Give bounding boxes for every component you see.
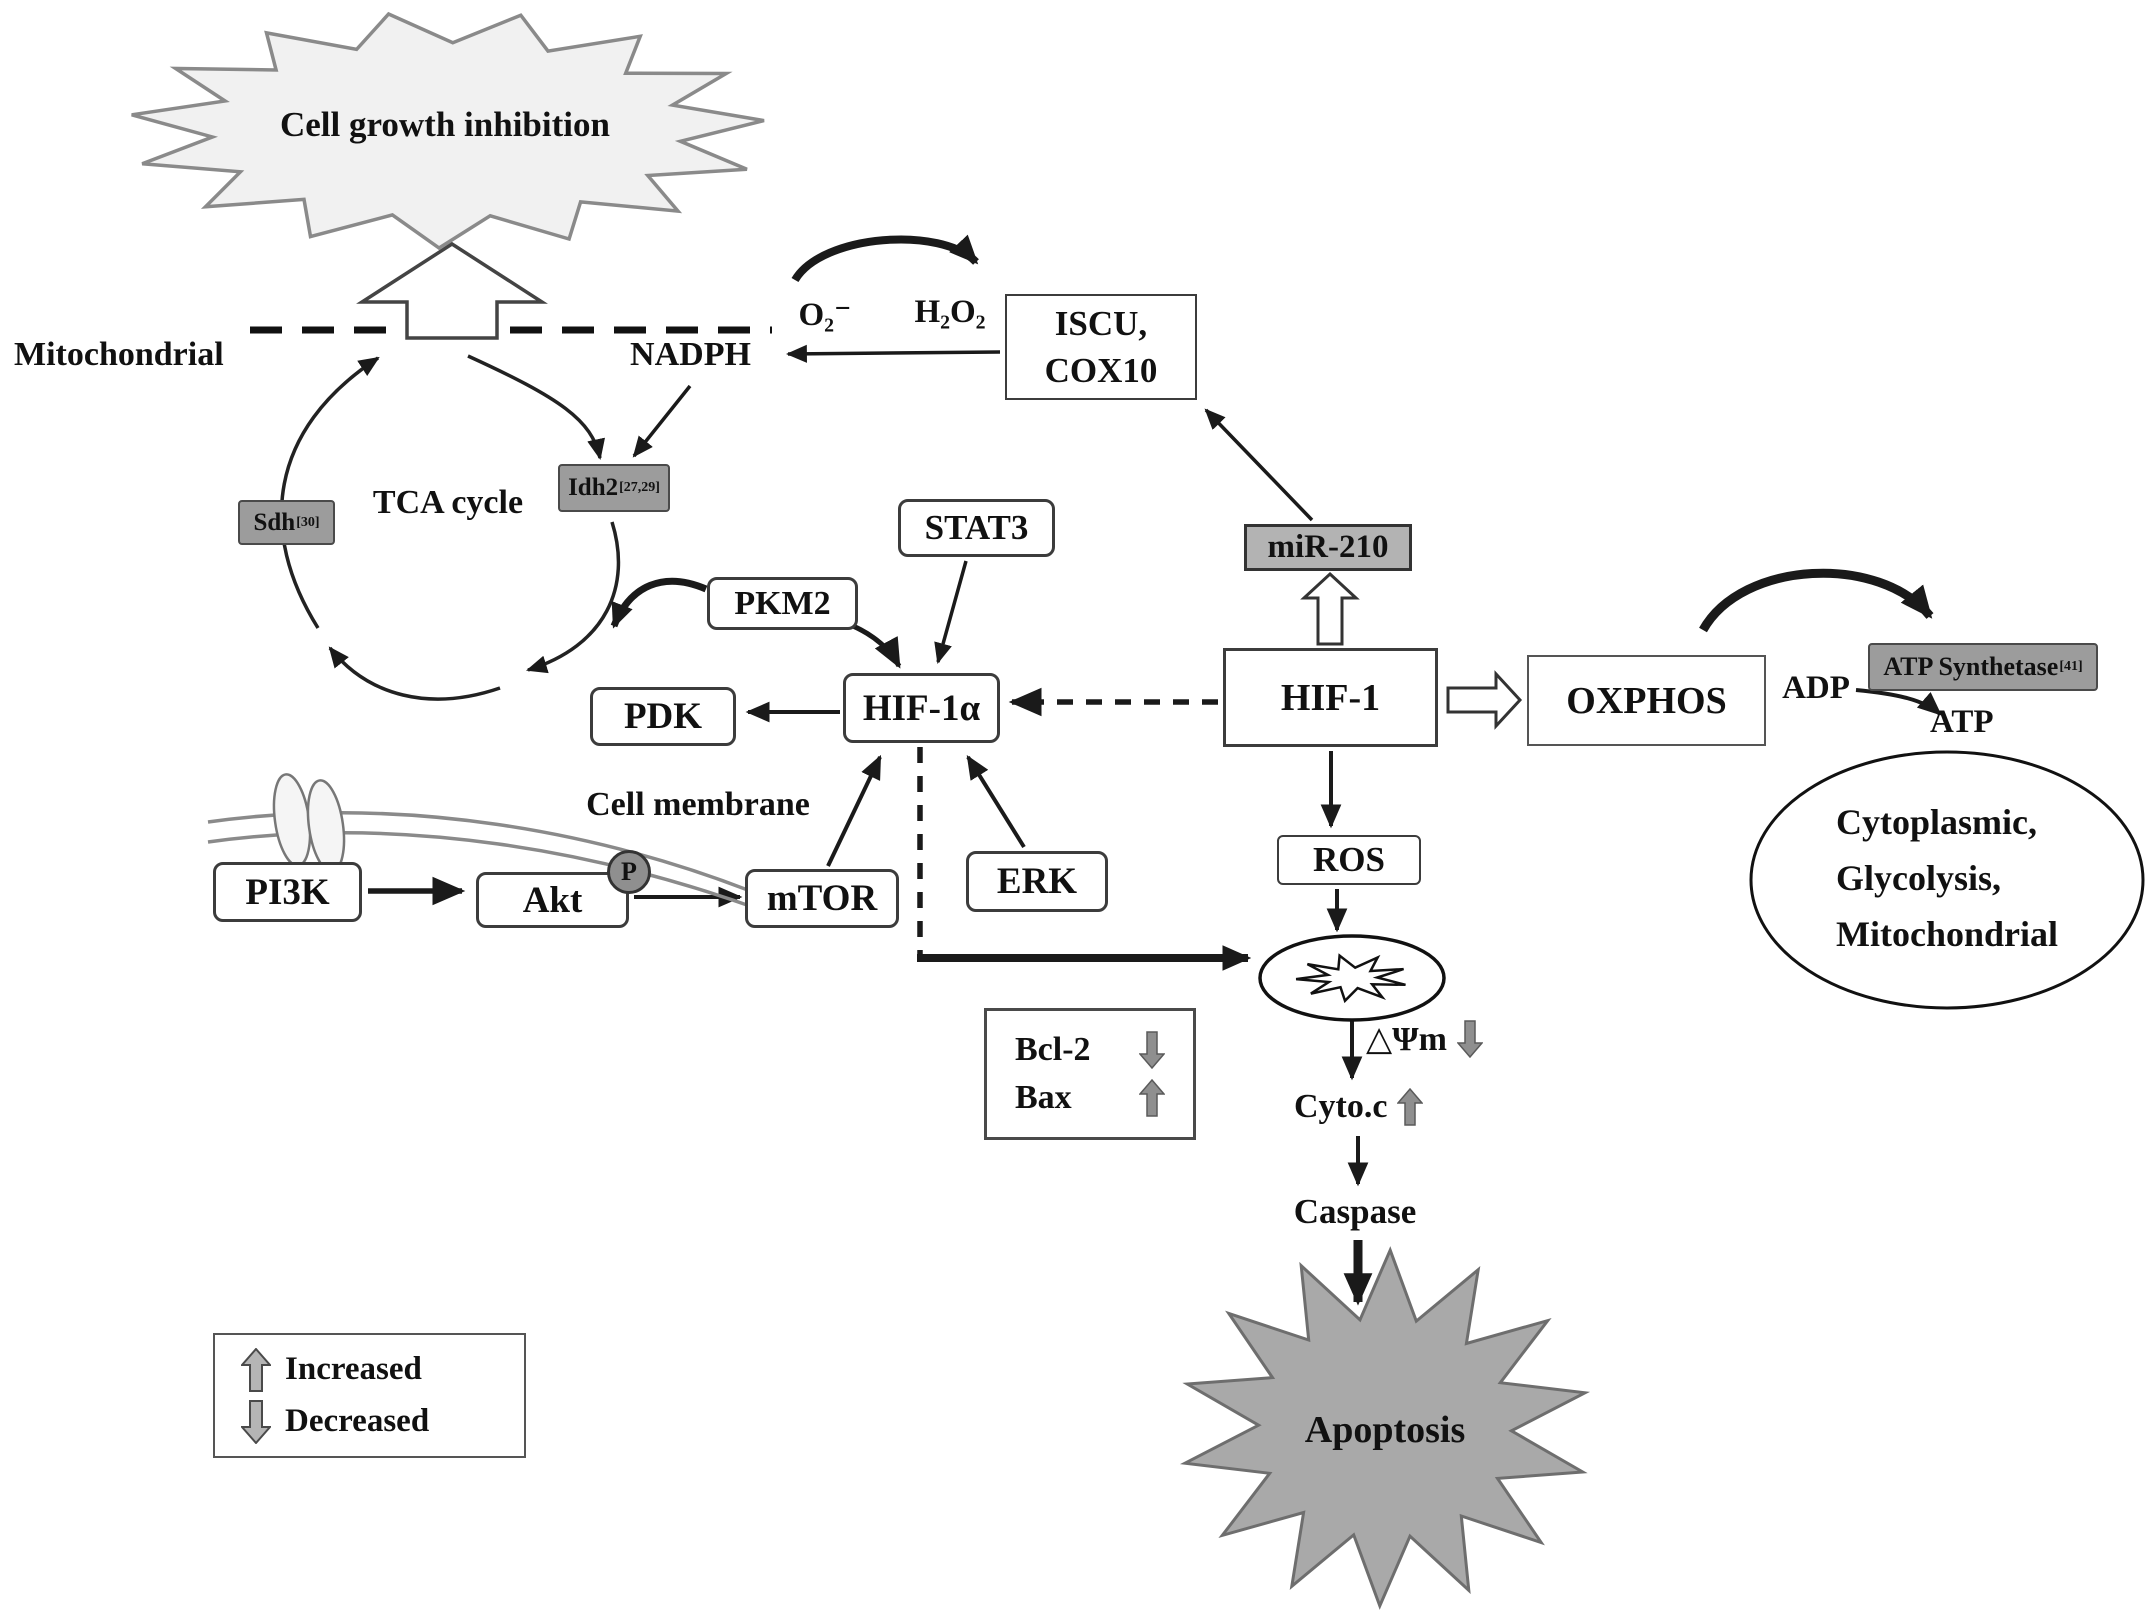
legend-panel: Increased Decreased (213, 1333, 526, 1458)
cell-growth-inhibition-starburst (131, 11, 765, 251)
caspase-label: Caspase (1293, 1192, 1417, 1231)
pi3k-label: PI3K (245, 871, 330, 913)
node-hif1: HIF-1 (1223, 648, 1438, 747)
decrease-arrow-icon (1456, 1020, 1483, 1058)
adp-label: ADP (1782, 670, 1850, 706)
arrow-superoxide-to-h2o2 (791, 234, 979, 283)
mitochondrial-label: Mitochondrial (14, 336, 224, 373)
phospho-label: P (621, 857, 637, 886)
bax-row: Bax (1015, 1079, 1165, 1117)
oxphos-label: OXPHOS (1566, 679, 1727, 722)
apoptosis-starburst (1179, 1246, 1591, 1610)
node-pkm2: PKM2 (707, 577, 858, 630)
legend-decreased-label: Decreased (285, 1403, 430, 1439)
delta-psi-m-label: △Ψm (1366, 1021, 1447, 1058)
node-sdh: Sdh[30] (238, 500, 335, 545)
ellipse-line2: Glycolysis, (1836, 857, 2002, 898)
arrow-adp-to-atp (1855, 688, 1942, 716)
tca-cycle-arrow-right-down (525, 521, 621, 674)
arrow-erk-to-hif1a (966, 754, 1026, 849)
open-arrow-hif1-to-oxphos (1446, 670, 1523, 730)
cell-membrane-label: Cell membrane (586, 786, 810, 823)
membrane-potential-label-group: △Ψm (1366, 1019, 1483, 1059)
decrease-arrow-icon (241, 1399, 271, 1444)
tca-cycle-label: TCA cycle (372, 484, 524, 521)
h2o2-label: H₂O₂ (914, 294, 986, 330)
node-oxphos: OXPHOS (1527, 655, 1766, 746)
nadph-label: NADPH (630, 336, 751, 373)
arrow-mtor-to-hif1a (826, 754, 882, 867)
arrow-stat3-to-hif1a (934, 560, 968, 665)
increase-arrow-icon (1139, 1079, 1165, 1117)
node-mir210: miR-210 (1244, 524, 1412, 571)
sdh-label: Sdh (253, 508, 296, 536)
legend-decreased-row: Decreased (241, 1399, 430, 1444)
arrow-pkm2-to-hif1a (845, 620, 902, 669)
cytoc-label: Cyto.c (1294, 1088, 1388, 1125)
node-ros: ROS (1277, 835, 1421, 885)
bax-label: Bax (1015, 1079, 1072, 1116)
tca-cycle-arrow-up-to-boundary (279, 356, 380, 629)
erk-label: ERK (996, 861, 1078, 902)
cytoplasmic-glycolysis-ellipse (1749, 750, 2145, 1010)
bcl2-bax-panel: Bcl-2 Bax (984, 1008, 1196, 1140)
increase-arrow-icon (241, 1347, 271, 1392)
stat3-label: STAT3 (924, 508, 1029, 547)
hif1a-label: HIF-1α (862, 687, 981, 729)
arrow-mir210-to-iscu (1204, 408, 1314, 522)
increase-arrow-icon (1397, 1088, 1424, 1126)
legend-increased-label: Increased (285, 1351, 422, 1387)
arrow-iscu-to-nadph (785, 344, 1001, 363)
node-idh2: Idh2[27,29] (558, 464, 670, 512)
decrease-arrow-icon (1139, 1031, 1165, 1069)
bcl2-label: Bcl-2 (1015, 1031, 1091, 1068)
arrow-nadph-to-idh2 (632, 384, 692, 458)
cytoc-label-group: Cyto.c (1294, 1088, 1424, 1126)
pkm2-label: PKM2 (734, 584, 831, 622)
apoptosis-label: Apoptosis (1304, 1409, 1466, 1451)
node-pdk: PDK (590, 687, 736, 746)
arrow-pkm2-to-tca-cycle (610, 577, 708, 629)
hif1-label: HIF-1 (1280, 676, 1381, 719)
cytoplasmic-glycolysis-label: Cytoplasmic, Glycolysis, Mitochondrial (1812, 795, 2102, 962)
node-hif1a: HIF-1α (843, 673, 1000, 743)
ellipse-line1: Cytoplasmic, (1836, 802, 2037, 842)
atp-synthetase-label: ATP Synthetase (1883, 652, 2059, 681)
pdk-label: PDK (623, 696, 703, 737)
node-akt: Akt (476, 872, 629, 928)
cox10-label: COX10 (1044, 351, 1158, 390)
arrow-oxphos-to-atp-synthetase (1699, 568, 1934, 633)
iscu-label: ISCU, (1054, 303, 1148, 343)
node-pi3k: PI3K (213, 862, 362, 922)
node-stat3: STAT3 (898, 499, 1055, 557)
tca-cycle-arrow-to-idh2 (467, 354, 605, 461)
cell-growth-block-arrow (356, 241, 548, 340)
ros-label: ROS (1313, 840, 1385, 879)
cell-growth-inhibition-label: Cell growth inhibition (280, 105, 610, 144)
mir210-label: miR-210 (1267, 529, 1389, 565)
idh2-label: Idh2 (568, 474, 619, 501)
mitochondrion-cristae-icon (1295, 953, 1406, 1004)
phosphorylation-badge: P (607, 850, 651, 894)
bcl2-row: Bcl-2 (1015, 1031, 1165, 1069)
ellipse-line3: Mitochondrial (1836, 913, 2058, 954)
legend-increased-row: Increased (241, 1347, 422, 1392)
atp-label: ATP (1930, 704, 1994, 740)
node-erk: ERK (966, 851, 1108, 912)
tca-cycle-arrow-bottom-left (328, 646, 501, 701)
mtor-label: mTOR (766, 878, 878, 919)
open-arrow-hif1-to-mir210 (1300, 571, 1360, 646)
node-iscu-cox10: ISCU, COX10 (1005, 294, 1197, 400)
node-mtor: mTOR (745, 869, 899, 928)
membrane-receptor-icon (306, 779, 346, 873)
superoxide-label: O₂⁻ (798, 297, 852, 333)
akt-label: Akt (522, 879, 583, 921)
node-atp-synthetase: ATP Synthetase[41] (1868, 643, 2098, 691)
